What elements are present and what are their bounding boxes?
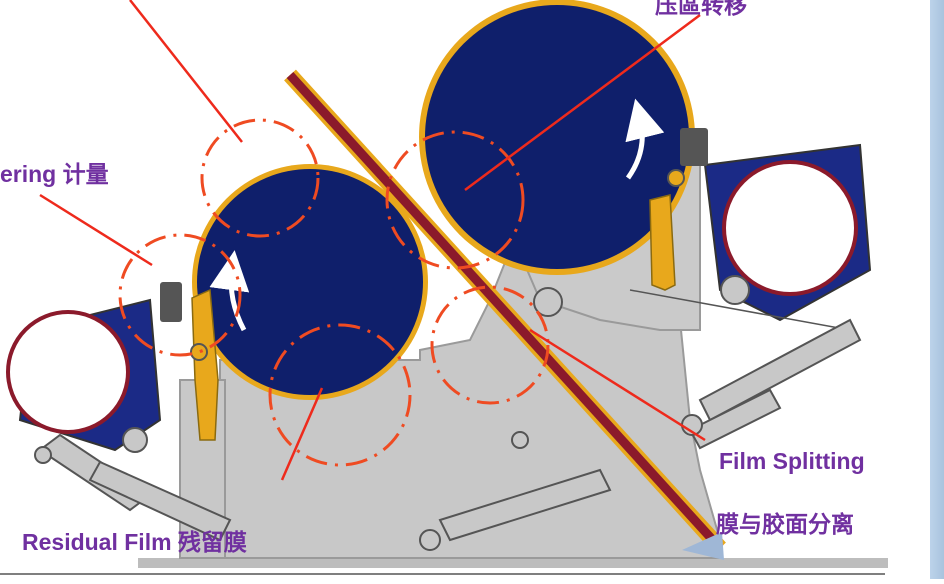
curved-arrow-icon <box>209 250 250 332</box>
nip-zone-circles <box>118 118 550 467</box>
doctor-blade-right <box>649 128 708 291</box>
web-film-core <box>286 71 724 552</box>
metering-roller <box>192 164 428 400</box>
left-unwind-roll <box>6 298 162 453</box>
doctor-blade-left <box>160 282 219 441</box>
base-plate <box>138 558 888 568</box>
metering-label: ering 计量 <box>0 161 109 187</box>
leader-lines <box>39 0 706 481</box>
film-splitting-label: Film Splitting <box>719 448 865 474</box>
film-splitting-cn-label: 膜与胶面分离 <box>716 511 854 537</box>
curved-arrow-icon <box>625 98 665 180</box>
residual-film-label: Residual Film 残留膜 <box>22 529 247 555</box>
right-rewind-roll <box>629 143 872 331</box>
film-tip <box>682 532 724 560</box>
slide-sidebar <box>930 0 944 579</box>
actuator-links <box>34 287 862 551</box>
transfer-label: 压區转移 <box>655 0 747 18</box>
